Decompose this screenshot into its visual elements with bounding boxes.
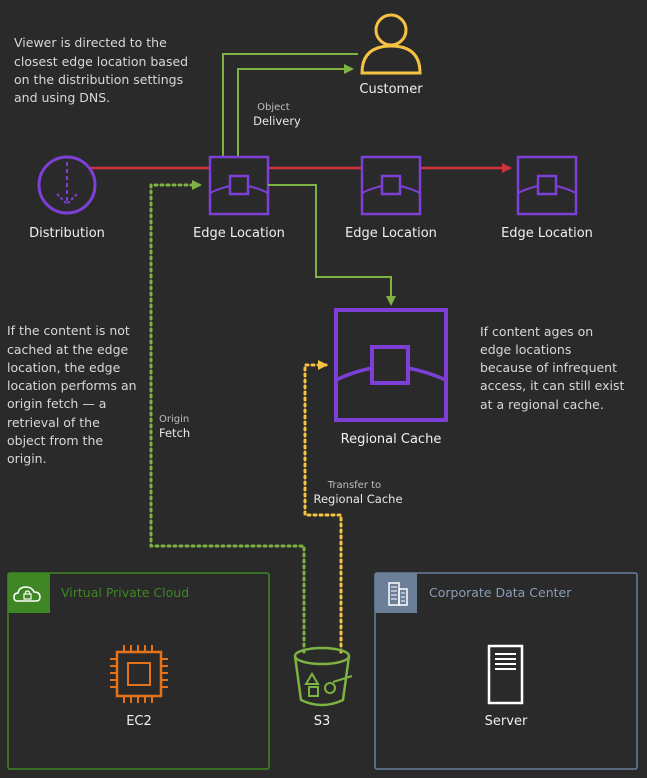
vpc-group: Virtual Private Cloud (7, 572, 270, 770)
dns-route-line (222, 53, 358, 157)
ec2-label: EC2 (126, 714, 152, 729)
customer-icon (360, 13, 422, 75)
vpc-title: Virtual Private Cloud (61, 585, 189, 600)
s3-bucket-icon (293, 646, 353, 707)
object-delivery-label: Object Delivery (253, 95, 301, 128)
origin-fetch-label: Origin Fetch (159, 407, 194, 440)
edge-location-icon (208, 155, 270, 216)
regional-cache-label: Regional Cache (341, 432, 442, 447)
edge-location-label: Edge Location (501, 226, 593, 241)
edge-location-label: Edge Location (345, 226, 437, 241)
transfer-line (303, 360, 343, 654)
cloud-lock-icon (13, 586, 41, 602)
edge-location-icon (516, 155, 578, 216)
customer-label: Customer (359, 82, 423, 97)
origin-fetch-note: If the content is not cached at the edge… (7, 323, 141, 466)
s3-label: S3 (314, 714, 331, 729)
server-icon (487, 644, 524, 705)
regional-cache-icon (334, 308, 448, 422)
edge-location-label: Edge Location (193, 226, 285, 241)
distribution-label: Distribution (29, 226, 105, 241)
building-icon (388, 582, 408, 606)
datacenter-group: Corporate Data Center (374, 572, 638, 770)
ec2-icon (110, 645, 168, 703)
distribution-icon (37, 155, 97, 215)
origin-fetch-line (149, 180, 306, 654)
datacenter-title: Corporate Data Center (429, 585, 572, 600)
edge-to-regional-line (268, 184, 396, 306)
edge-location-icon (360, 155, 422, 216)
object-delivery-line (237, 64, 354, 157)
server-label: Server (485, 714, 528, 729)
viewer-note: Viewer is directed to the closest edge l… (14, 35, 192, 105)
regional-note: If content ages on edge locations becaus… (480, 324, 628, 412)
transfer-label: Transfer to Regional Cache (313, 473, 402, 506)
